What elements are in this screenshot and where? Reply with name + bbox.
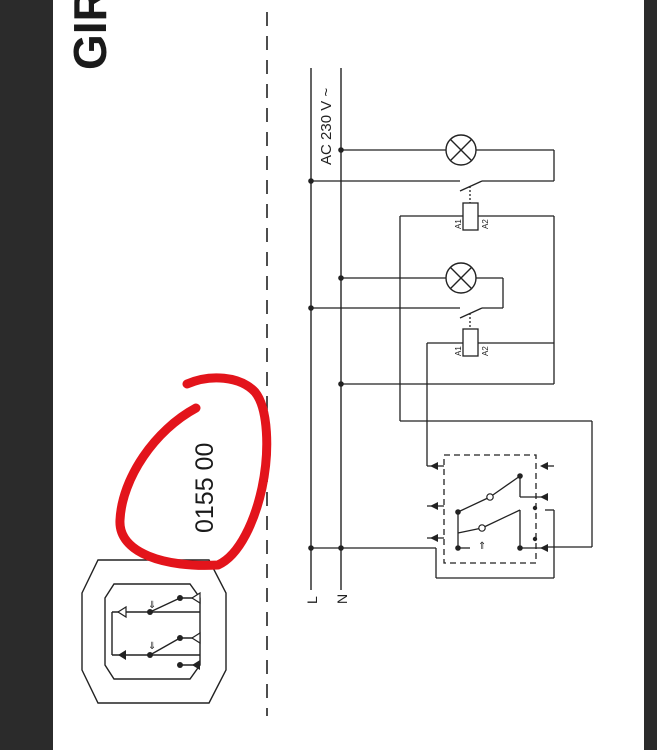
push-button-insert-icon (311, 454, 555, 579)
symbol-arrows (116, 591, 201, 645)
relay-coil-icon (462, 202, 479, 231)
relay1-pin-a1: A1 (454, 219, 463, 229)
insert-arrow-symbol: ⇑ (478, 541, 486, 552)
insert-terminal-arrows (430, 462, 548, 552)
symbol-arrow-up-1: ⇓ (148, 600, 156, 611)
document-page (53, 0, 644, 750)
conductor-label-n: N (334, 594, 350, 604)
circuit-2 (311, 277, 504, 329)
junction-dots (308, 147, 344, 551)
conductor-label-l: L (304, 596, 320, 604)
symbol-dots (147, 595, 183, 668)
relay2-wiring (341, 342, 554, 466)
brand-logo-text: GIR (64, 0, 116, 70)
article-number: 0155 00 (191, 443, 219, 533)
relay2-pin-a1: A1 (454, 346, 463, 356)
supply-voltage-label: AC 230 V ~ (318, 88, 335, 165)
relay1-pin-a2: A2 (481, 219, 490, 229)
relay-coil-icon (462, 328, 479, 357)
lamp-icon (445, 262, 477, 294)
relay2-pin-a2: A2 (481, 346, 490, 356)
bus-lines (310, 68, 342, 590)
symbol-filled-arrows (118, 650, 200, 670)
viewer-frame-right (644, 0, 657, 750)
red-annotation-circle (115, 373, 272, 570)
relay1-wiring (399, 215, 593, 548)
symbol-arrow-up-2: ⇓ (148, 641, 156, 652)
circuit-1 (311, 149, 555, 203)
viewer-frame-left (0, 0, 53, 750)
insert-contact-dots (455, 473, 538, 551)
switch-contact-icon (81, 559, 227, 704)
insert-open-contacts (478, 493, 494, 532)
lamp-icon (445, 134, 477, 166)
